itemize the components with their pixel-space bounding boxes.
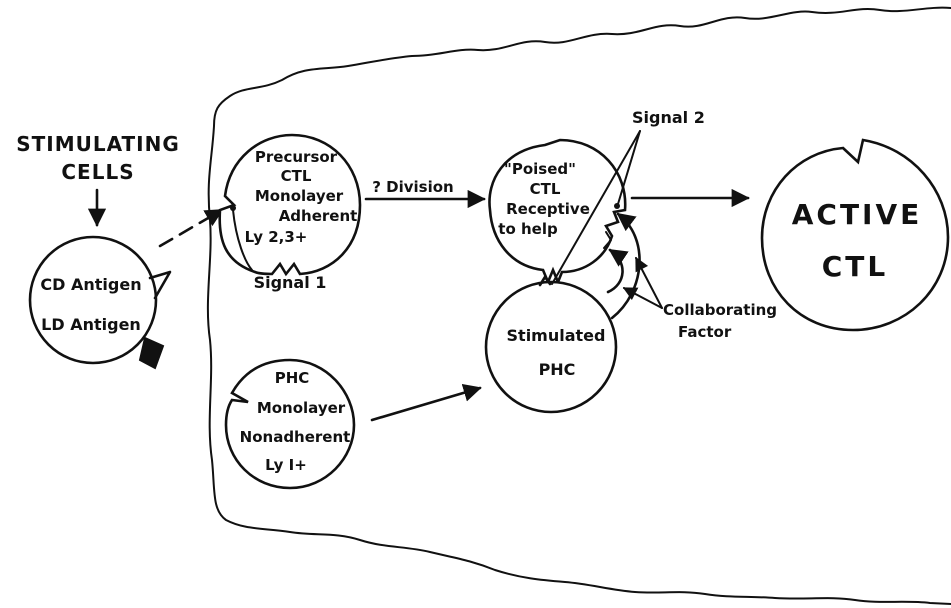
precursor-line1: Precursor <box>255 148 338 166</box>
active-line2: CTL <box>822 250 889 283</box>
stim-phc-line2: PHC <box>539 360 576 379</box>
poised-line3: Receptive <box>506 200 590 218</box>
signal1-pointer <box>232 209 253 271</box>
culture-boundary <box>206 6 951 605</box>
phc-line1: PHC <box>275 369 310 387</box>
signal2-label: Signal 2 <box>632 108 705 127</box>
poised-line2: CTL <box>530 180 561 198</box>
collaborating-label: Collaborating <box>663 301 777 319</box>
phc-line3: Nonadherent <box>240 428 351 446</box>
stimulating-cell <box>28 235 158 365</box>
poised-line4: to help <box>498 220 558 238</box>
factor-label: Factor <box>678 323 732 341</box>
phc-stimulation-arrow <box>370 383 482 422</box>
phc-line4: Ly I+ <box>265 456 307 474</box>
poised-line1: "Poised" <box>504 160 576 178</box>
signal1-dot <box>230 205 236 211</box>
stimulation-arrow <box>158 208 224 248</box>
phc-line2: Monolayer <box>257 399 346 417</box>
collab-pointer-a <box>622 287 663 309</box>
collaborating-factor-loop-outer <box>610 212 641 320</box>
stimulating-label-line1: STIMULATING <box>16 132 180 156</box>
precursor-line2: CTL <box>281 167 312 185</box>
active-ctl-cell <box>760 138 950 332</box>
precursor-line5: Ly 2,3+ <box>245 228 308 246</box>
stimulated-phc-cell <box>484 280 618 414</box>
phc-receptor <box>538 275 552 287</box>
signal2-dot <box>614 203 620 209</box>
active-line1: ACTIVE <box>792 198 923 231</box>
cd-antigen-label: CD Antigen <box>40 275 141 294</box>
signal2-pointer-a <box>617 130 641 205</box>
collaborating-factor-loop-inner <box>606 248 629 294</box>
cd-antigen-receptor <box>148 270 172 300</box>
division-label: ? Division <box>372 178 454 196</box>
precursor-ctl-cell <box>218 133 362 277</box>
ld-antigen-receptor <box>138 336 165 370</box>
signal1-label: Signal 1 <box>254 273 327 292</box>
collab-pointer-b <box>635 256 663 309</box>
precursor-line4: Adherent <box>279 207 358 225</box>
stimulating-label-line2: CELLS <box>61 160 134 184</box>
ld-antigen-label: LD Antigen <box>41 315 141 334</box>
signal2-pointer-b <box>551 130 641 285</box>
collab-receptor-1 <box>603 231 612 249</box>
stim-phc-line1: Stimulated <box>507 326 606 345</box>
phc-cell <box>224 358 356 490</box>
precursor-line3: Monolayer <box>255 187 344 205</box>
